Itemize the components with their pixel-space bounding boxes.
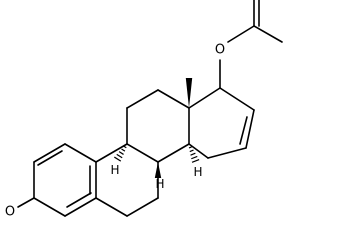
molecule-structure: O O H H H <box>5 0 283 220</box>
bond-o-acyl <box>227 25 255 43</box>
h-c14-hash <box>188 146 200 163</box>
atom-o-ester: O <box>215 43 225 58</box>
bond-ringc-3 <box>157 89 190 109</box>
methyl-c13-wedge <box>185 78 193 108</box>
atom-o-methoxy: O <box>5 205 15 220</box>
molecule-canvas: O O H H H <box>5 0 283 220</box>
atom-h-c9: H <box>110 163 119 177</box>
bond-ringa-double-1 <box>37 150 63 166</box>
bond-c3-o <box>17 197 35 208</box>
bond-ringb-5 <box>95 197 128 217</box>
bond-ringb-2 <box>126 143 159 163</box>
bond-ringa-3 <box>64 197 97 217</box>
bond-ringa-1 <box>64 143 97 163</box>
bond-ringa-double-2 <box>66 192 92 208</box>
bond-acyl-methyl <box>253 25 283 43</box>
bond-ringc-5 <box>157 143 190 163</box>
bond-ringb-1 <box>95 143 128 163</box>
bond-ringd-3 <box>245 109 255 149</box>
atom-h-c14: H <box>193 165 202 179</box>
bond-ringd-1 <box>188 87 221 109</box>
bond-ringd-2 <box>219 87 255 111</box>
h-c8-wedge <box>154 162 162 178</box>
atom-h-c8: H <box>155 177 164 191</box>
bond-ringa-4 <box>33 197 66 217</box>
h-c9-hash <box>114 145 127 162</box>
bond-ringd-4 <box>207 147 247 159</box>
bond-ringc-2 <box>126 89 159 109</box>
bond-ringd-5 <box>188 143 209 159</box>
bond-ringb-4 <box>126 197 159 217</box>
bond-ringd-double <box>239 116 248 145</box>
bond-ringa-6 <box>33 143 66 163</box>
